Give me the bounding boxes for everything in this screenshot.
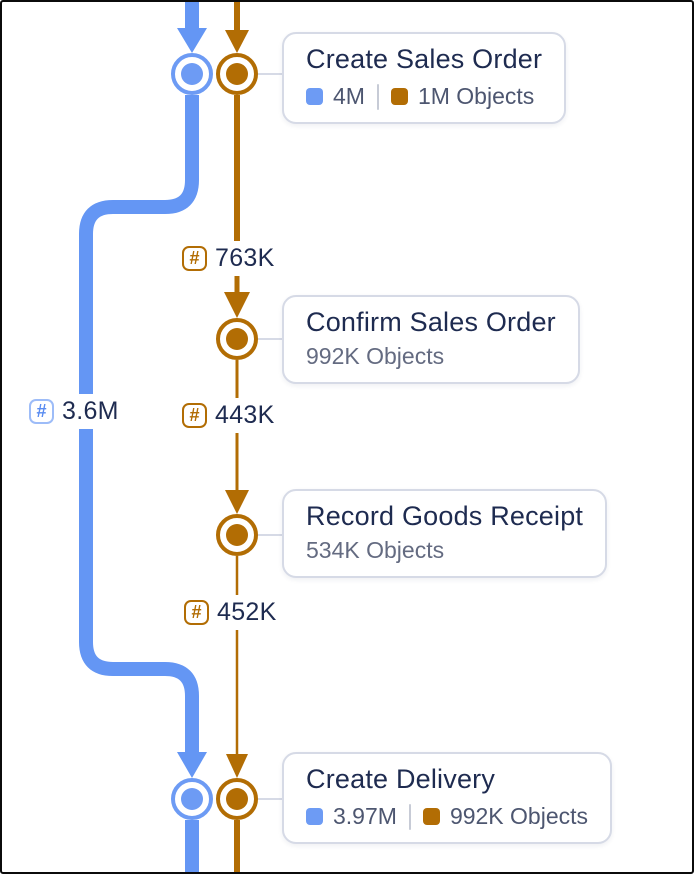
blue-arrowhead-node1[interactable] [177,28,207,53]
node4-blue-circle[interactable] [171,778,213,820]
node-card-create-sales-order[interactable]: Create Sales Order 4M 1M Objects [282,32,567,124]
blue-swatch-icon [306,808,323,825]
blue-swatch-icon [306,88,323,105]
metric-divider [408,803,411,830]
node-card-confirm-sales-order[interactable]: Confirm Sales Order 992K Objects [282,295,580,384]
node3-orange-circle[interactable] [216,514,258,556]
node-object-count: 992K Objects [306,343,445,369]
edge-count: 452K [217,598,277,626]
orange-arrowhead-node2[interactable] [224,292,250,318]
orange-metric: 1M Objects [390,83,535,110]
hash-icon: # [182,246,207,271]
node-title: Create Delivery [306,764,496,794]
hash-icon: # [29,399,54,424]
orange-metric-value: 992K Objects [449,803,589,829]
edge-count: 763K [215,244,275,272]
edge-count: 3.6M [62,397,119,425]
metric-divider [376,83,379,110]
blue-metric: 3.97M [306,803,397,830]
node-title: Create Sales Order [306,44,543,74]
node4-orange-circle[interactable] [216,778,258,820]
activity-nodes [171,53,258,820]
blue-metric-value: 4M [333,83,365,109]
hash-icon: # [184,600,209,625]
orange-arrowhead-node4[interactable] [226,754,248,778]
orange-arrowhead-node1[interactable] [225,30,249,53]
node1-blue-circle[interactable] [171,53,213,95]
orange-swatch-icon [390,88,408,105]
edge-label-452k[interactable]: # 452K [182,595,285,630]
node-title: Record Goods Receipt [306,501,584,531]
node1-orange-circle[interactable] [216,53,258,95]
hash-icon: # [182,403,207,428]
blue-edge-bypass-3-6m[interactable] [79,95,199,754]
blue-arrowhead-node4[interactable] [177,752,207,778]
blue-metric-value: 3.97M [333,803,397,829]
blue-metric: 4M [306,83,365,110]
edge-label-763k[interactable]: # 763K [180,241,283,276]
node-card-record-goods-receipt[interactable]: Record Goods Receipt 534K Objects [282,489,608,578]
node-title: Confirm Sales Order [306,307,556,337]
blue-edges [79,2,207,872]
orange-metric: 992K Objects [422,803,589,830]
orange-metric-value: 1M Objects [417,83,535,109]
edge-label-443k[interactable]: # 443K [180,398,283,433]
orange-swatch-icon [422,808,440,825]
orange-edges [224,2,250,872]
edge-count: 443K [215,401,275,429]
node-card-connectors [258,73,283,800]
edge-label-3-6m[interactable]: # 3.6M [27,394,127,429]
node2-orange-circle[interactable] [216,318,258,360]
node-card-create-delivery[interactable]: Create Delivery 3.97M 992K Objects [282,752,613,844]
node-object-count: 534K Objects [306,537,445,563]
node-metrics: 4M 1M Objects [306,83,542,110]
orange-arrowhead-node3[interactable] [225,490,249,514]
node-metrics: 3.97M 992K Objects [306,803,588,830]
